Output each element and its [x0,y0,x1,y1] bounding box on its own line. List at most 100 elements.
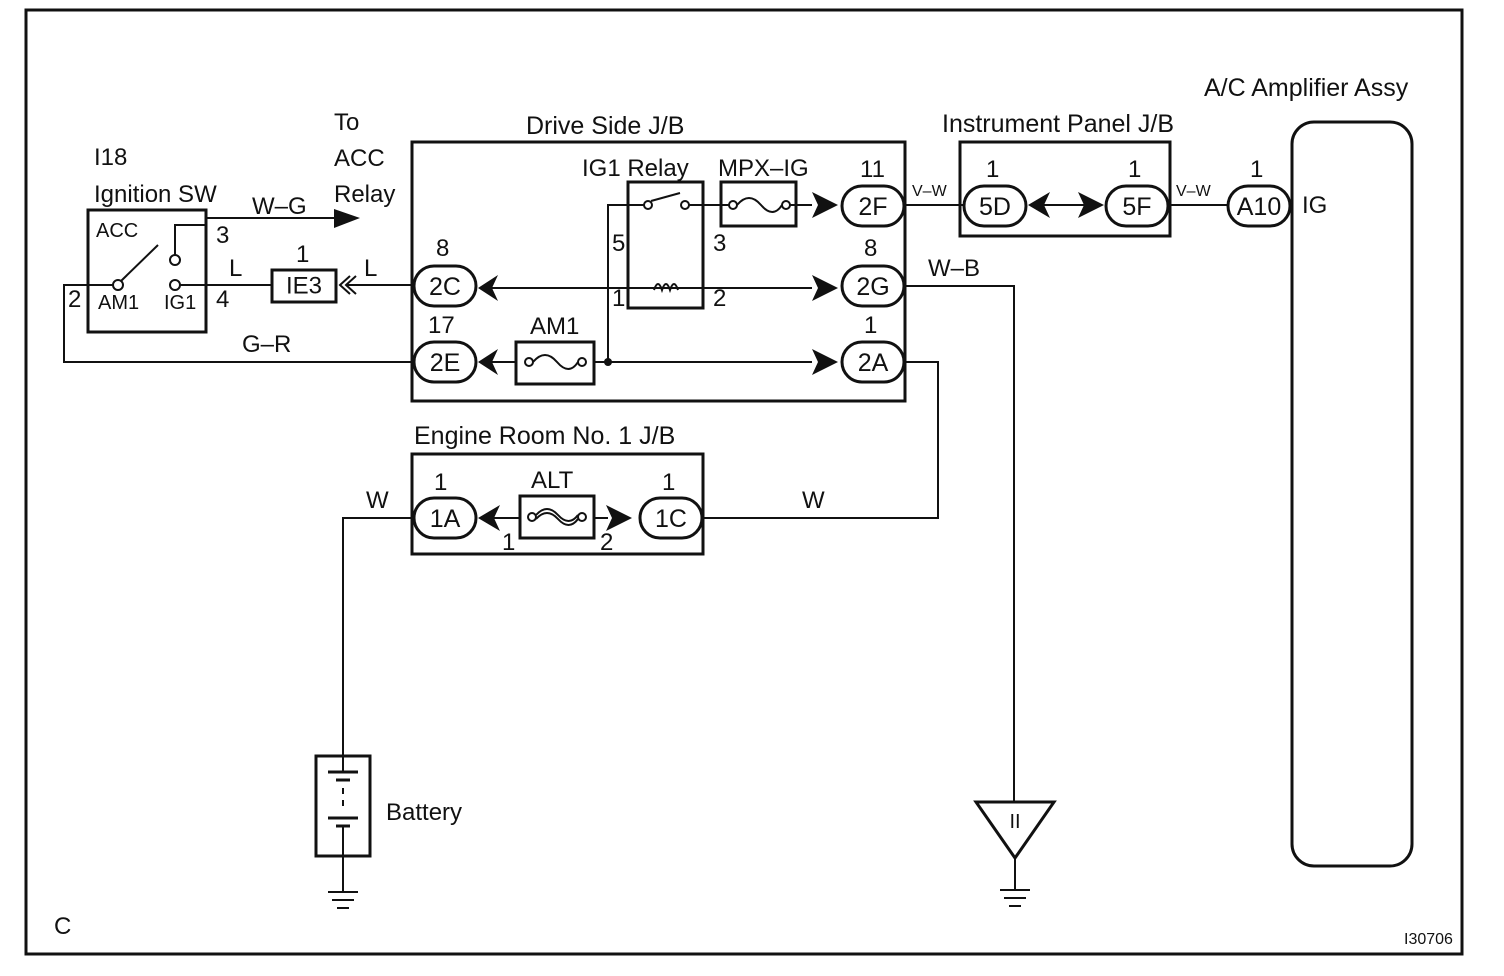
connector-1a-arrow [478,505,500,531]
connector-2g-arrow [812,275,838,301]
battery-ground-icon [328,856,358,909]
wire-label-w-b: W–B [928,255,980,282]
relay-pin-1: 1 [612,285,625,312]
instrument-panel-jb-box [958,140,1172,238]
wire-label-l-2: L [364,255,377,282]
wire-w-1a-to-battery [342,517,414,756]
engine-room-jb-box [410,452,705,556]
connector-2g-pin: 8 [864,235,877,262]
connector-2g [840,264,906,308]
connector-2c-pin: 8 [436,235,449,262]
ignition-switch-contacts [88,224,206,291]
connector-2f [840,184,906,228]
wire-label-w-1: W [366,487,389,514]
connector-2c-arrow [478,275,498,301]
connector-1c-arrow [606,505,632,531]
connector-2a-pin: 1 [864,312,877,339]
connector-2e-pin: 17 [428,312,455,339]
alt-fuse-pin-2: 2 [600,529,613,556]
wire-g-r [63,284,412,363]
drive-side-jb-box [410,140,907,403]
connector-5d-arrow [1028,192,1050,218]
alt-fuse-pin-1: 1 [502,529,515,556]
ignition-switch-code: I18 [94,144,127,171]
connector-5f-label: 5F [1122,193,1151,221]
ac-amplifier-body [1290,120,1414,868]
connector-a10-label: A10 [1237,193,1281,221]
wire-label-v-w-2: V–W [1176,183,1212,200]
connector-ie3-pin: 1 [296,241,309,268]
connector-ie3-arrow [338,275,351,295]
connector-a10 [1226,184,1292,228]
connector-ie3-box [270,268,338,304]
connector-ie3-label: IE3 [286,273,322,300]
am1-fuse-label: AM1 [530,313,579,340]
wire-label-w-2: W [802,487,825,514]
relay-pin-5: 5 [612,230,625,257]
acc-relay-relay: Relay [334,181,395,208]
connector-1a-label: 1A [430,505,461,533]
mpx-ig-fuse-symbol [728,197,791,213]
ignition-pin-2: 2 [68,286,81,313]
connector-5f-arrow [1078,192,1104,218]
relay-coil [653,283,679,294]
connector-2f-arrow [812,192,838,218]
instrument-panel-jb-title: Instrument Panel J/B [942,110,1174,138]
connector-2a [840,340,906,384]
wire-label-v-w-1: V–W [912,183,948,200]
diagram-frame [24,8,1464,956]
connector-2a-arrow [812,349,838,375]
ignition-pin-3: 3 [216,222,229,249]
connector-2c [412,264,478,308]
wire-w-2a-to-1c [702,361,939,519]
connector-2e [412,340,478,384]
connector-1c-pin: 1 [662,469,675,496]
connector-5d [962,184,1028,228]
ground-point-triangle [973,800,1057,861]
wire-label-g-r: G–R [242,331,291,358]
connector-2f-pin: 11 [860,156,885,183]
wire-label-w-g: W–G [252,193,307,220]
connector-2g-label: 2G [856,273,889,301]
figure-id: I30706 [1404,931,1453,948]
mpx-ig-fuse-label: MPX–IG [718,155,809,182]
connector-1c [638,496,704,540]
splice-point [604,358,612,366]
connector-5f-pin: 1 [1128,156,1141,183]
am1-fuse-symbol [524,354,587,370]
ac-amplifier-title: A/C Amplifier Assy [1204,74,1409,102]
ignition-terminal-ig1: IG1 [164,292,196,314]
wire-label-l-1: L [229,255,242,282]
drive-side-jb-title: Drive Side J/B [526,112,684,140]
ig1-relay-contacts [643,192,690,294]
connector-1c-label: 1C [655,505,687,533]
connector-2e-label: 2E [430,349,461,377]
ig1-relay-box [626,180,705,310]
ig1-relay-label: IG1 Relay [582,155,689,182]
connector-a10-pin: 1 [1250,156,1263,183]
alt-fuse-symbol [527,508,587,526]
relay-pin-3: 3 [713,230,726,257]
connector-1a-pin: 1 [434,469,447,496]
connector-2f-label: 2F [858,193,887,221]
acc-relay-acc: ACC [334,145,385,172]
battery-icon [328,756,358,856]
ignition-switch-label: Ignition SW [94,181,217,208]
ac-amplifier-terminal-ig: IG [1302,192,1327,219]
corner-letter: C [54,913,71,940]
ground-icon [1000,858,1030,907]
connector-2e-arrow [478,349,498,375]
connector-2a-label: 2A [858,349,889,377]
connector-5d-pin: 1 [986,156,999,183]
am1-fuse-box [514,340,596,386]
battery-label: Battery [386,799,462,826]
ground-point-mark: II [1009,811,1020,833]
ignition-terminal-am1: AM1 [98,292,139,314]
ignition-terminal-acc: ACC [96,220,138,242]
relay-pin-2: 2 [713,285,726,312]
ignition-switch-box [86,208,208,334]
acc-relay-arrow [334,209,360,228]
alt-fuse-label: ALT [531,467,574,494]
ignition-pin-4: 4 [216,286,229,313]
